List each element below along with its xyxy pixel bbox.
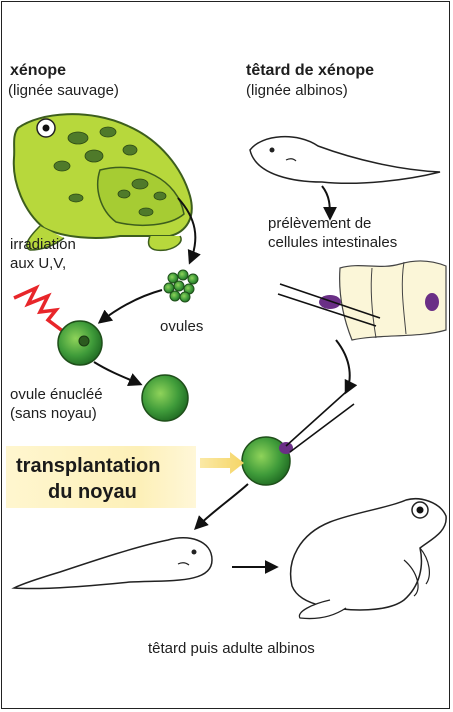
irradiation-label-line1: irradiation (10, 236, 76, 254)
wild-frog-title: xénope (10, 62, 66, 80)
albino-adult-frog (291, 499, 447, 619)
wild-frog-subtitle: (lignée sauvage) (8, 82, 119, 100)
albino-tadpole-bottom (14, 538, 212, 589)
arrow-ovules-to-ovule (100, 290, 162, 322)
sampling-label-line1: prélèvement de (268, 215, 371, 233)
wild-frog-illustration (14, 114, 192, 250)
arrow-tadpole-to-cells (322, 186, 330, 218)
transplant-pointer (200, 452, 244, 474)
irradiation-label-line2: aux U,V, (10, 255, 66, 273)
result-label: têtard puis adulte albinos (148, 640, 315, 658)
transplant-label-line2: du noyau (48, 479, 137, 505)
intestinal-cells (278, 261, 446, 340)
sampling-label-line2: cellules intestinales (268, 234, 397, 252)
enucleated-label-line2: (sans noyau) (10, 405, 97, 423)
transplant-label-line1: transplantation (16, 453, 160, 479)
arrow-cells-to-recipient (336, 340, 350, 392)
ovules-label: ovules (160, 318, 203, 336)
uv-lightning-icon (14, 288, 64, 332)
ovules-cluster (164, 270, 198, 302)
recipient-ovule (242, 392, 354, 485)
albino-tadpole-top (250, 137, 440, 184)
enucleated-ovule (142, 375, 188, 421)
irradiated-ovule (58, 321, 102, 365)
albino-tadpole-title: têtard de xénope (246, 62, 374, 80)
albino-tadpole-subtitle: (lignée albinos) (246, 82, 348, 100)
arrow-recipient-to-tadpole (196, 484, 248, 528)
enucleated-label-line1: ovule énucléé (10, 386, 103, 404)
arrow-ovule-to-enucleated (94, 362, 140, 384)
